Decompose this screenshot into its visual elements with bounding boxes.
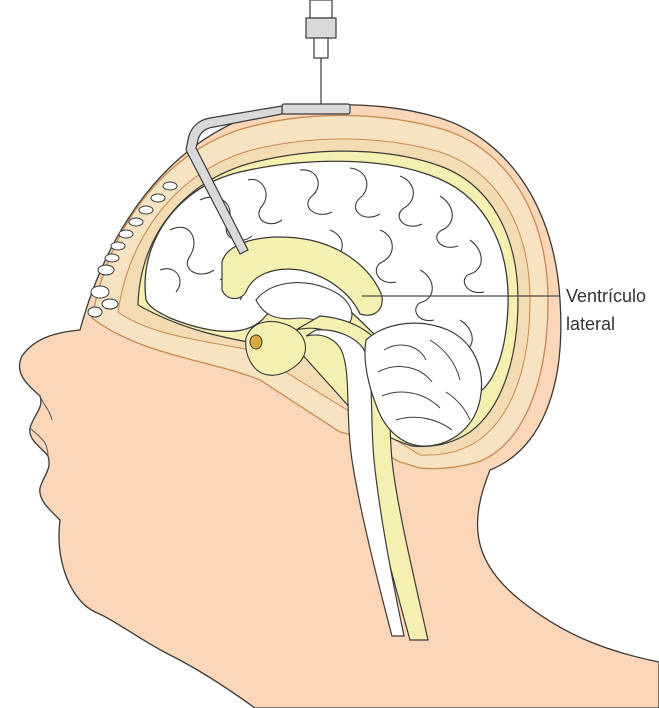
syringe-icon bbox=[306, 0, 336, 104]
label-ventriculo-line2: lateral bbox=[566, 314, 615, 334]
label-ventriculo-line1: Ventrículo bbox=[566, 286, 646, 306]
reservoir-icon bbox=[282, 104, 350, 114]
pituitary bbox=[250, 335, 262, 349]
